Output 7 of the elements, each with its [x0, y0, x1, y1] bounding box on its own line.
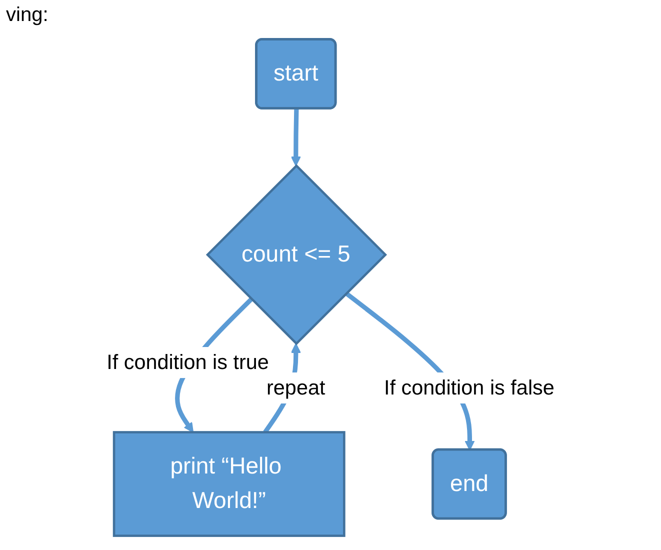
edge-label: If condition is true	[106, 350, 269, 374]
node-diamond: count <= 5	[206, 164, 387, 346]
arrow	[290, 108, 301, 166]
edge-label: repeat	[266, 376, 326, 399]
node-box: print “Hello World!”	[112, 431, 346, 537]
edge-label: If condition is false	[384, 376, 554, 399]
note-text: ving:	[6, 4, 48, 27]
